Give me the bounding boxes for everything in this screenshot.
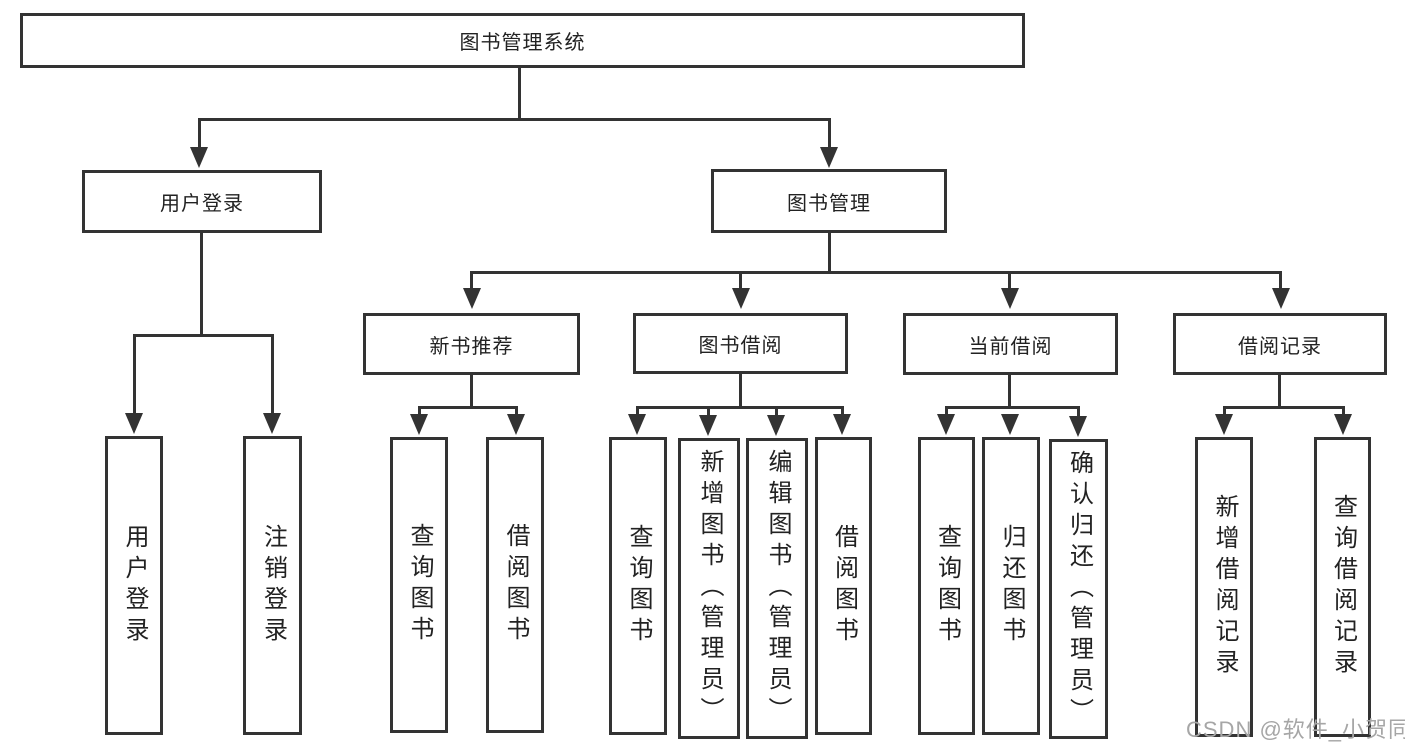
node-borrow-records: 借阅记录	[1173, 313, 1387, 375]
arrow-down-icon	[1001, 414, 1019, 435]
leaf-logout: 注销登录	[243, 436, 302, 735]
leaf-add-books-admin: 新增图书（管理员）	[678, 438, 740, 739]
arrow-down-icon	[1069, 416, 1087, 437]
leaf-query-books-borrow: 查询图书	[609, 437, 667, 735]
arrow-down-icon	[1334, 414, 1352, 435]
connector-line	[1223, 406, 1345, 409]
leaf-query-borrow-record: 查询借阅记录	[1314, 437, 1371, 737]
connector-line	[133, 334, 136, 414]
csdn-watermark: CSDN @软件_小贺同学	[1186, 717, 1405, 742]
leaf-query-books-recommend: 查询图书	[390, 437, 448, 733]
arrow-down-icon	[263, 413, 281, 434]
node-new-book-recommend: 新书推荐	[363, 313, 580, 375]
arrow-down-icon	[767, 415, 785, 436]
node-book-management: 图书管理	[711, 169, 947, 233]
node-user-login: 用户登录	[82, 170, 322, 233]
connector-line	[945, 406, 1080, 409]
connector-line	[775, 406, 778, 416]
connector-line	[1008, 375, 1011, 409]
arrow-down-icon	[507, 414, 525, 435]
connector-line	[1278, 375, 1281, 409]
connector-line	[198, 118, 201, 150]
connector-line	[470, 271, 1282, 274]
arrow-down-icon	[410, 414, 428, 435]
arrow-down-icon	[125, 413, 143, 434]
connector-line	[945, 406, 948, 416]
connector-line	[470, 375, 473, 409]
leaf-user-login: 用户登录	[105, 436, 163, 735]
connector-line	[198, 118, 831, 121]
arrow-down-icon	[699, 415, 717, 436]
connector-line	[739, 271, 742, 288]
connector-line	[828, 118, 831, 150]
connector-line	[636, 406, 844, 409]
connector-line	[636, 406, 639, 416]
connector-line	[418, 406, 518, 409]
arrow-down-icon	[937, 414, 955, 435]
connector-line	[1342, 406, 1345, 416]
connector-line	[271, 334, 274, 414]
connector-line	[1223, 406, 1226, 416]
arrow-down-icon	[628, 414, 646, 435]
leaf-edit-books-admin: 编辑图书（管理员）	[746, 438, 808, 739]
connector-line	[133, 334, 274, 337]
connector-line	[1279, 271, 1282, 288]
leaf-borrow-books-recommend: 借阅图书	[486, 437, 544, 733]
arrow-down-icon	[1215, 414, 1233, 435]
connector-line	[707, 406, 710, 416]
arrow-down-icon	[190, 147, 208, 168]
connector-line	[200, 233, 203, 336]
leaf-add-borrow-record: 新增借阅记录	[1195, 437, 1253, 737]
connector-line	[841, 406, 844, 416]
connector-line	[418, 406, 421, 416]
connector-line	[828, 233, 831, 274]
connector-line	[1008, 271, 1011, 288]
connector-line	[470, 271, 473, 288]
arrow-down-icon	[820, 147, 838, 168]
arrow-down-icon	[1001, 288, 1019, 309]
node-current-borrow: 当前借阅	[903, 313, 1118, 375]
connector-line	[1077, 406, 1080, 416]
arrow-down-icon	[732, 288, 750, 309]
arrow-down-icon	[833, 414, 851, 435]
connector-line	[518, 68, 521, 120]
connector-line	[515, 406, 518, 416]
node-library-system: 图书管理系统	[20, 13, 1025, 68]
leaf-query-books-current: 查询图书	[918, 437, 975, 735]
connector-line	[739, 374, 742, 409]
arrow-down-icon	[463, 288, 481, 309]
leaf-borrow-books: 借阅图书	[815, 437, 872, 735]
node-book-borrow: 图书借阅	[633, 313, 848, 374]
arrow-down-icon	[1272, 288, 1290, 309]
leaf-confirm-return-admin: 确认归还（管理员）	[1049, 439, 1108, 739]
leaf-return-books: 归还图书	[982, 437, 1040, 735]
